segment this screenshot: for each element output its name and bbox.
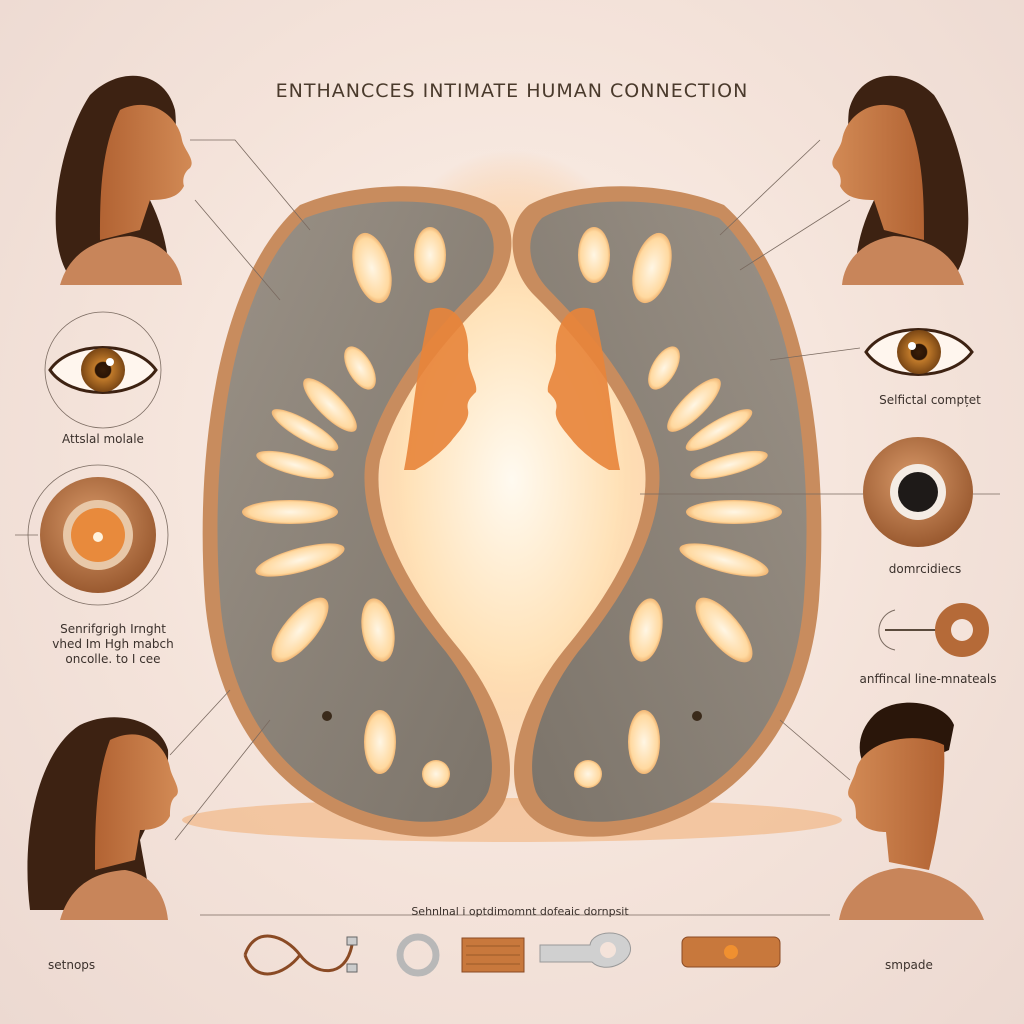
left-hole [344, 346, 376, 390]
right-eye-label: Selfictal compțet [879, 393, 981, 407]
right-hole [695, 597, 753, 663]
right-hole [632, 232, 672, 304]
cable-icon [243, 934, 358, 976]
eye-highlight [106, 358, 114, 366]
shoulders [842, 236, 964, 285]
ring-arc [878, 609, 896, 651]
left-component-label: Senrifgrigh Irnght vhed Im Hgh mabch onc… [52, 622, 174, 666]
bottom-center-label: Sehnlnal i optdimomnt dofeaic dornpsit [411, 905, 629, 918]
right-component-label: domrcidiecs [888, 562, 962, 576]
right-hole [628, 710, 660, 774]
right-hole [629, 598, 663, 662]
left-hole [414, 227, 446, 283]
ring-lens-icon [863, 437, 973, 547]
left-silhouette-face [404, 307, 477, 470]
bracket-icon [539, 932, 631, 968]
bottom-left-label: setnops [48, 958, 96, 972]
left-hole [255, 543, 345, 577]
button-icon [681, 936, 781, 968]
left-pin [322, 711, 332, 721]
shoulders [60, 236, 182, 285]
cable-plug [346, 963, 358, 973]
cable-loop-lower [243, 954, 302, 976]
right-hole [685, 409, 753, 451]
ring-pupil [898, 472, 938, 512]
shoulders [60, 870, 168, 920]
left-hole [364, 710, 396, 774]
right-silhouette-face [547, 307, 620, 470]
right-hole [648, 346, 680, 390]
left-pad-body [217, 201, 494, 822]
eye-icon-left [44, 311, 162, 429]
right-hole [679, 543, 769, 577]
face [95, 734, 178, 870]
face [832, 104, 924, 241]
right-hole [574, 760, 602, 788]
ring-component-icon [878, 603, 989, 657]
cable-plug [346, 936, 358, 946]
left-hole [361, 598, 395, 662]
woman-profile-bottom-left [27, 717, 178, 920]
right-hole [690, 450, 768, 480]
face [848, 738, 945, 870]
left-hole [422, 760, 450, 788]
left-eye-label: Attslal molale [62, 432, 144, 446]
right-hole [686, 500, 782, 524]
woman-profile-top-left [55, 75, 192, 285]
left-hole [271, 597, 329, 663]
ring-hole [951, 619, 973, 641]
left-hole [242, 500, 338, 524]
eye-icon-right [864, 328, 974, 376]
right-ring-label: anffincal line-mnateals [859, 672, 997, 686]
eye-outline-circle [44, 311, 162, 429]
cable-loop [243, 934, 354, 973]
woman-profile-top-right [832, 75, 969, 285]
right-hole [578, 227, 610, 283]
eye-iris [897, 330, 941, 374]
face [100, 104, 192, 241]
metal-ring-icon [396, 933, 440, 977]
connector-strip-icon [461, 937, 525, 973]
lens-component-icon [15, 464, 169, 606]
bottom-right-label: smpade [885, 958, 933, 972]
left-hole [256, 450, 334, 480]
left-hole [271, 409, 339, 451]
left-hole [303, 378, 357, 432]
man-profile-bottom-right [839, 702, 984, 920]
right-hole [667, 378, 721, 432]
lens-center [93, 532, 103, 542]
leader-lines [169, 139, 1000, 841]
left-hole [352, 232, 392, 304]
page-title: ENTHANCCES INTIMATE HUMAN CONNECTION [275, 80, 749, 102]
eye-iris [81, 348, 125, 392]
right-pin [692, 711, 702, 721]
eye-highlight [908, 342, 916, 350]
right-pad-body [530, 201, 807, 822]
shoulders [839, 868, 984, 920]
